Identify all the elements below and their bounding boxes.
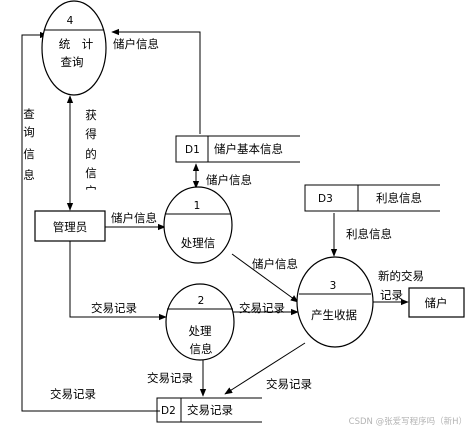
- watermark: CSDN @张爱写程序吗（新H）: [349, 416, 467, 427]
- d1-name: 储户基本信息: [214, 142, 283, 156]
- label-admin-p4-v3: 信: [85, 166, 97, 180]
- entity-admin[interactable]: 管理员: [34, 210, 106, 242]
- label-admin-to-p1: 储户信息: [111, 211, 157, 225]
- process-2-number: 2: [198, 295, 205, 307]
- label-p3-to-d2: 交易记录: [266, 377, 312, 391]
- d3-name: 利息信息: [376, 191, 422, 205]
- label-p4-admin-v0: 查: [23, 107, 35, 121]
- process-4-name-line1: 统 计: [59, 37, 94, 51]
- entity-depositor[interactable]: 储户: [408, 287, 465, 318]
- data-store-d2[interactable]: D2 交易记录: [156, 397, 262, 423]
- d3-id: D3: [318, 193, 333, 205]
- label-admin-p4-v1: 得: [85, 127, 97, 141]
- process-2-name-line2: 信息: [190, 342, 213, 356]
- flow-p3-to-d2: [224, 342, 306, 395]
- label-p3-to-depositor-1: 新的交易: [378, 269, 424, 283]
- process-4[interactable]: 4 统 计 查询: [41, 0, 107, 96]
- label-p2-to-d2: 交易记录: [147, 371, 193, 385]
- data-store-d1[interactable]: D1 储户基本信息: [175, 135, 300, 163]
- flow-d1-to-p4: [111, 28, 201, 134]
- label-d2-to-p4: 交易记录: [50, 387, 96, 401]
- label-admin-p4-v2: 的: [85, 147, 97, 161]
- process-2[interactable]: 2 处理 信息: [165, 283, 235, 361]
- label-admin-p4-v0: 获: [85, 108, 97, 122]
- process-3-number: 3: [330, 280, 337, 292]
- label-d3-to-p3: 利息信息: [346, 227, 392, 241]
- process-1[interactable]: 1 处理信: [163, 186, 233, 264]
- label-d1-to-p1: 储户信息: [206, 173, 252, 187]
- process-4-number: 4: [67, 15, 74, 27]
- label-p1-to-p3: 储户信息: [252, 257, 298, 271]
- process-2-name-line1: 处理: [189, 324, 212, 338]
- label-p4-admin-v1: 询: [23, 125, 35, 139]
- label-admin-p4-v4: 宀: [85, 184, 97, 198]
- label-p4-admin-v2: 信: [23, 147, 35, 161]
- label-admin-to-p2: 交易记录: [91, 301, 137, 315]
- label-p3-to-depositor-2: 记录: [380, 288, 403, 302]
- label-p4-admin-v3: 息: [23, 168, 35, 182]
- flow-admin-to-p2: [69, 241, 167, 321]
- label-p2-to-p3: 交易记录: [239, 301, 285, 315]
- d2-id: D2: [161, 405, 176, 417]
- data-store-d3[interactable]: D3 利息信息: [304, 184, 440, 212]
- flow-d2-to-p4: [21, 31, 160, 412]
- d2-name: 交易记录: [187, 403, 233, 417]
- process-4-name-line2: 查询: [61, 55, 84, 69]
- entity-depositor-label: 储户: [425, 296, 448, 310]
- label-d1-to-p4: 储户信息: [113, 37, 159, 51]
- process-1-number: 1: [194, 200, 201, 212]
- process-3-name: 产生收据: [311, 308, 357, 322]
- d1-id: D1: [185, 144, 200, 156]
- flow-p1-to-p3: [231, 253, 299, 303]
- process-1-name: 处理信: [181, 236, 216, 250]
- entity-admin-label: 管理员: [53, 220, 88, 234]
- process-3[interactable]: 3 产生收据: [296, 256, 374, 348]
